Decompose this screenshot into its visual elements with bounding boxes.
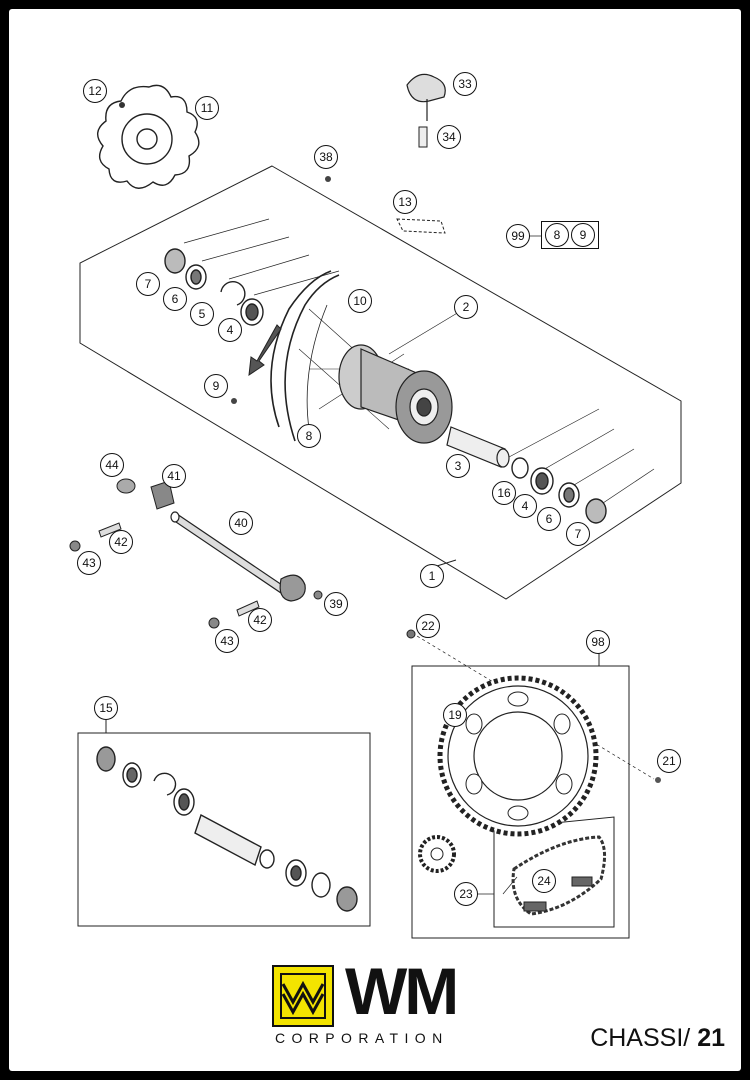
callout-16: 16 — [492, 481, 516, 505]
callout-38: 38 — [314, 145, 338, 169]
callout-1: 1 — [420, 564, 444, 588]
callout-2: 2 — [454, 295, 478, 319]
callout-43: 43 — [215, 629, 239, 653]
callout-43: 43 — [77, 551, 101, 575]
callout-19: 19 — [443, 703, 467, 727]
rim — [270, 270, 340, 442]
brand-logo-mark — [272, 965, 334, 1027]
callout-42: 42 — [109, 530, 133, 554]
sprocket-kit-box — [411, 665, 630, 939]
callout-34: 34 — [437, 125, 461, 149]
exploded-parts-drawing — [69, 73, 682, 1027]
callout-15: 15 — [94, 696, 118, 720]
kit-99-item: 9 — [571, 223, 595, 247]
callout-33: 33 — [453, 72, 477, 96]
diagram-sheet: 1 2 3 4 4 5 6 6 7 7 8 9 10 11 12 13 15 1… — [9, 9, 741, 1071]
hub — [298, 308, 453, 444]
brand-subtitle: CORPORATION — [275, 1030, 449, 1046]
callout-13: 13 — [393, 190, 417, 214]
callout-24: 24 — [532, 869, 556, 893]
callout-11: 11 — [195, 96, 219, 120]
chain — [511, 835, 606, 916]
callout-7: 7 — [136, 272, 160, 296]
part-33 — [406, 73, 446, 121]
page-number: 21 — [697, 1024, 725, 1052]
callout-4: 4 — [218, 318, 242, 342]
callout-41: 41 — [162, 464, 186, 488]
callout-22: 22 — [416, 614, 440, 638]
brake-disc — [97, 84, 200, 189]
section-label: CHASSI/ — [590, 1024, 691, 1052]
callout-4: 4 — [513, 494, 537, 518]
callout-21: 21 — [657, 749, 681, 773]
kit-99-box: 8 9 — [541, 221, 599, 249]
callout-99: 99 — [506, 224, 530, 248]
callout-6: 6 — [163, 287, 187, 311]
callout-44: 44 — [100, 453, 124, 477]
callout-98: 98 — [586, 630, 610, 654]
callout-10: 10 — [348, 289, 372, 313]
callout-9: 9 — [204, 374, 228, 398]
page-reference: CHASSI/ 21 — [590, 1024, 725, 1053]
callout-8: 8 — [297, 424, 321, 448]
axle — [170, 511, 306, 602]
callout-7: 7 — [566, 522, 590, 546]
kit-99-item: 8 — [545, 223, 569, 247]
callout-12: 12 — [83, 79, 107, 103]
rear-sprocket — [437, 675, 599, 837]
callout-3: 3 — [446, 454, 470, 478]
brand-name: WM — [345, 954, 459, 1028]
bearing-kit-box — [77, 732, 371, 927]
callout-42: 42 — [248, 608, 272, 632]
callout-23: 23 — [454, 882, 478, 906]
callout-5: 5 — [190, 302, 214, 326]
wheel-assembly-outline — [79, 165, 682, 600]
callout-39: 39 — [324, 592, 348, 616]
callout-6: 6 — [537, 507, 561, 531]
brand-logo: WM CORPORATION — [271, 958, 481, 1050]
callout-40: 40 — [229, 511, 253, 535]
